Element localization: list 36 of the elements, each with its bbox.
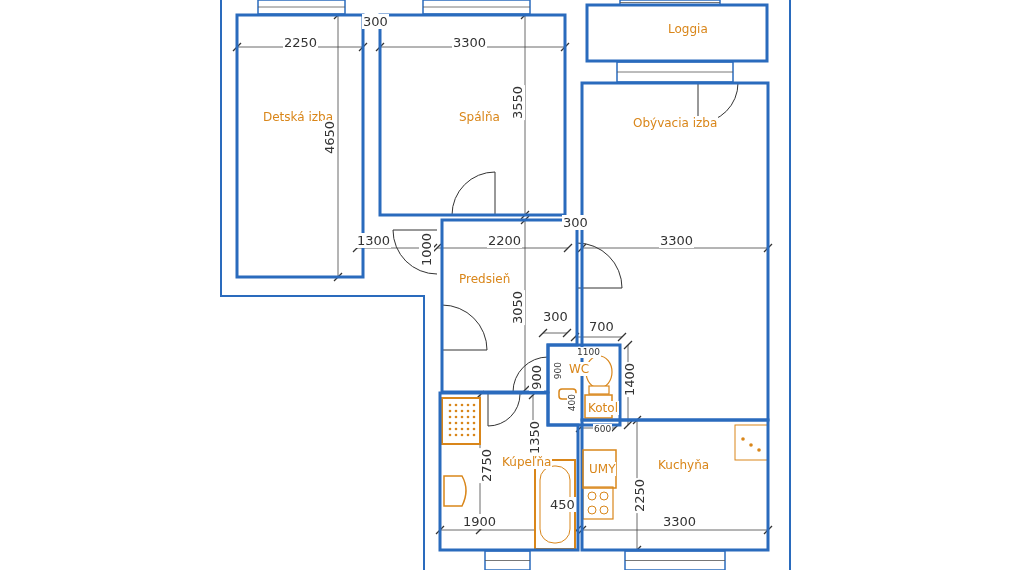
dimension-label: 400 <box>567 393 578 413</box>
dimension-label: 300 <box>562 215 589 230</box>
dimension-label: 1100 <box>576 347 601 358</box>
room-label: Spálňa <box>458 110 501 124</box>
dimension-label: 2250 <box>632 478 647 514</box>
dimension-label: 300 <box>542 309 569 324</box>
dimension-label: 3300 <box>659 233 695 248</box>
dimension-label: 450 <box>549 497 576 512</box>
room-label: Kúpeľňa <box>501 455 553 469</box>
dimension-label: 2750 <box>479 448 494 484</box>
room-label: Obývacia izba <box>632 116 719 130</box>
dimension-label: 1350 <box>527 420 542 456</box>
dimension-label: 300 <box>362 14 389 29</box>
dimension-label: 900 <box>553 361 564 381</box>
dimension-label: 3300 <box>452 35 488 50</box>
dimension-label: 900 <box>529 364 544 391</box>
fixture-box <box>583 450 616 488</box>
dimension-label: 3550 <box>510 85 525 121</box>
room-label: Kuchyňa <box>657 458 711 472</box>
room-label: Loggia <box>667 22 709 36</box>
dimension-label: 600 <box>593 424 613 435</box>
dimension-label: 4650 <box>322 120 337 156</box>
dimension-label: 3300 <box>662 514 698 529</box>
room-label: WC <box>568 362 591 376</box>
dimension-label: 1000 <box>419 232 434 268</box>
dimension-label: 2250 <box>283 35 319 50</box>
dimension-label: 700 <box>588 319 615 334</box>
dimension-label: 2200 <box>487 233 523 248</box>
room-label: UMY <box>588 462 617 476</box>
room-label: Predsieň <box>458 272 512 286</box>
dimension-label: 1300 <box>356 233 392 248</box>
room-label: Kotol <box>587 401 619 415</box>
dimension-label: 3050 <box>510 290 525 326</box>
dimension-label: 1900 <box>462 514 498 529</box>
dimension-label: 1400 <box>622 362 637 398</box>
room-outline <box>587 5 767 61</box>
